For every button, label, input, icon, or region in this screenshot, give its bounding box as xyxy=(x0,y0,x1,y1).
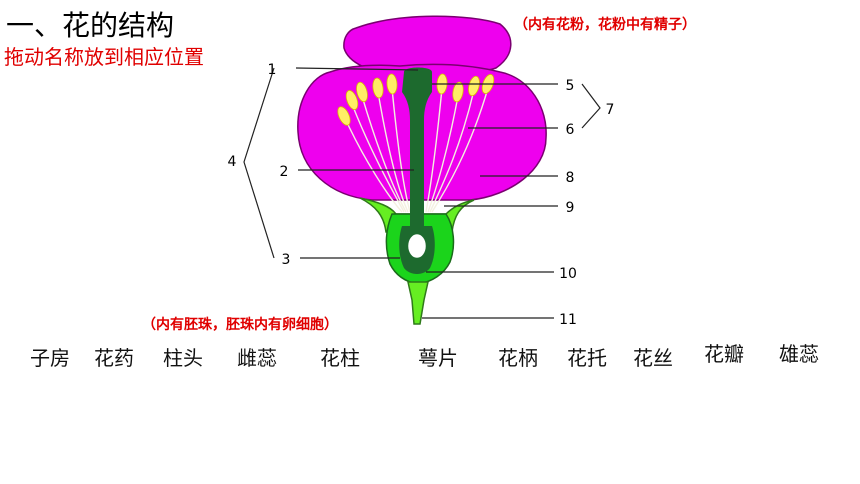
ovule-note: （内有胚珠，胚珠内有卵细胞） xyxy=(142,317,338,333)
anther-3 xyxy=(356,81,368,103)
term-ovary[interactable]: 子房 xyxy=(30,346,70,370)
page-title: 一、花的结构 xyxy=(6,9,175,42)
pedicel xyxy=(407,281,429,325)
label-9: 9 xyxy=(566,200,575,216)
pollen-note: （内有花粉，花粉中有精子） xyxy=(514,17,696,33)
anther-8 xyxy=(468,75,480,97)
anther-7 xyxy=(452,81,464,103)
label-4: 4 xyxy=(228,154,237,170)
label-8: 8 xyxy=(566,170,575,186)
label-1: 1 xyxy=(268,62,277,78)
label-10: 10 xyxy=(559,266,577,282)
label-3: 3 xyxy=(282,252,291,268)
term-petal[interactable]: 花瓣 xyxy=(704,342,744,366)
ovule xyxy=(408,234,426,258)
leader-lines xyxy=(243,67,601,319)
anther-1 xyxy=(345,90,359,110)
instruction-text: 拖动名称放到相应位置 xyxy=(4,45,204,69)
term-pedicel[interactable]: 花柄 xyxy=(498,346,538,370)
label-5: 5 xyxy=(566,78,575,94)
term-style[interactable]: 花柱 xyxy=(320,346,360,370)
term-anther[interactable]: 花药 xyxy=(94,346,134,370)
anther-2 xyxy=(337,106,351,126)
anthers xyxy=(337,73,495,126)
label-11: 11 xyxy=(559,312,577,328)
label-7: 7 xyxy=(606,102,615,118)
anther-4 xyxy=(372,77,384,99)
term-pistil[interactable]: 雌蕊 xyxy=(237,346,277,370)
term-receptacle[interactable]: 花托 xyxy=(567,346,607,370)
label-6: 6 xyxy=(566,122,575,138)
anther-5 xyxy=(386,73,398,95)
term-sepal[interactable]: 萼片 xyxy=(418,346,458,370)
term-stamen[interactable]: 雄蕊 xyxy=(779,342,819,366)
filaments xyxy=(343,87,489,213)
label-2: 2 xyxy=(280,164,289,180)
term-filament[interactable]: 花丝 xyxy=(633,346,673,370)
pistil xyxy=(402,67,432,226)
term-stigma[interactable]: 柱头 xyxy=(163,346,203,370)
